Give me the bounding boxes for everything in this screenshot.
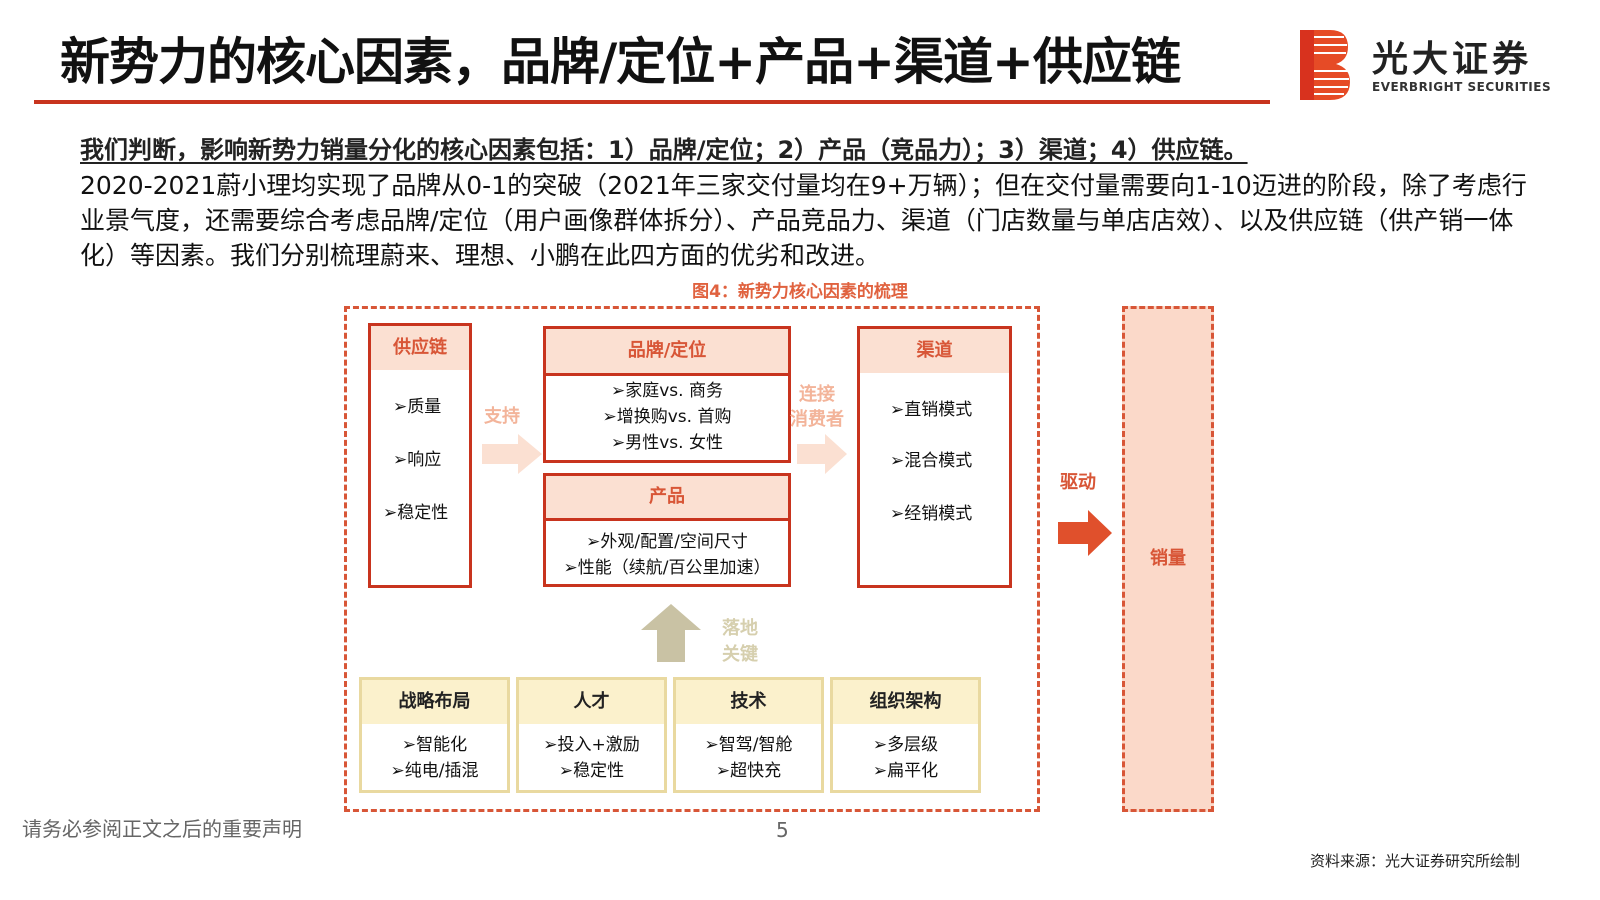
foundation-item: ➢智能化 <box>401 735 468 755</box>
foundation-item: ➢智驾/智舱 <box>704 735 793 755</box>
foundation-item: ➢扁平化 <box>872 761 939 781</box>
connect-label: 连接 <box>799 384 835 405</box>
foundation-item: ➢多层级 <box>872 735 939 755</box>
foundation-card-talent: 人才 ➢投入+激励 ➢稳定性 <box>516 677 667 793</box>
foundation-title: 战略布局 <box>362 680 507 724</box>
drive-arrow-icon <box>1058 510 1112 556</box>
supply-chain-item: ➢响应 <box>393 450 442 470</box>
product-title: 产品 <box>546 476 788 521</box>
foundation-card-organization: 组织架构 ➢多层级 ➢扁平化 <box>830 677 981 793</box>
landing-label: 落地 <box>722 618 758 639</box>
supply-chain-title: 供应链 <box>371 326 469 370</box>
product-item: ➢性能（续航/百公里加速） <box>563 558 771 578</box>
foundation-title: 人才 <box>519 680 664 724</box>
foundation-title: 组织架构 <box>833 680 978 724</box>
product-card: 产品 ➢外观/配置/空间尺寸 ➢性能（续航/百公里加速） <box>543 473 791 587</box>
everbright-logo-icon <box>1300 30 1350 100</box>
channel-item: ➢经销模式 <box>890 504 973 524</box>
title-underline <box>34 100 1270 104</box>
channel-item: ➢直销模式 <box>890 400 973 420</box>
brand-positioning-card: 品牌/定位 ➢家庭vs. 商务 ➢增换购vs. 首购 ➢男性vs. 女性 <box>543 326 791 463</box>
channel-title: 渠道 <box>860 329 1009 373</box>
supply-chain-item: ➢稳定性 <box>383 503 449 523</box>
logo-english-name: EVERBRIGHT SECURITIES <box>1372 80 1552 94</box>
foundation-item: ➢超快充 <box>715 761 782 781</box>
disclaimer-note: 请务必参阅正文之后的重要声明 <box>22 817 302 841</box>
sales-label: 销量 <box>1150 548 1186 569</box>
factors-frame <box>344 306 1040 812</box>
logo-chinese-name: 光大证券 <box>1372 39 1533 80</box>
supply-chain-item: ➢质量 <box>393 397 442 417</box>
brand-item: ➢男性vs. 女性 <box>611 433 723 453</box>
figure-caption: 图4：新势力核心因素的梳理 <box>692 282 908 302</box>
summary-body: 2020-2021蔚小理均实现了品牌从0-1的突破（2021年三家交付量均在9+… <box>80 171 1527 270</box>
connect-arrow-icon <box>797 434 847 474</box>
brand-item: ➢增换购vs. 首购 <box>602 407 732 427</box>
support-label: 支持 <box>484 406 520 427</box>
landing-arrow-icon <box>641 604 701 662</box>
key-label: 关键 <box>722 644 758 665</box>
foundation-item: ➢稳定性 <box>558 761 625 781</box>
drive-label: 驱动 <box>1060 472 1096 493</box>
channel-card: 渠道 ➢直销模式 ➢混合模式 ➢经销模式 <box>857 326 1012 588</box>
page-number: 5 <box>776 818 789 842</box>
summary-lead: 我们判断，影响新势力销量分化的核心因素包括：1）品牌/定位；2）产品（竞品力）；… <box>80 136 1248 164</box>
foundation-card-technology: 技术 ➢智驾/智舱 ➢超快充 <box>673 677 824 793</box>
foundation-card-strategy: 战略布局 ➢智能化 ➢纯电/插混 <box>359 677 510 793</box>
channel-item: ➢混合模式 <box>890 451 973 471</box>
page-title: 新势力的核心因素，品牌/定位+产品+渠道+供应链 <box>60 33 1181 91</box>
consumer-label: 消费者 <box>790 409 844 430</box>
supply-chain-card: 供应链 ➢质量 ➢响应 ➢稳定性 <box>368 323 472 588</box>
foundation-item: ➢投入+激励 <box>543 735 640 755</box>
product-item: ➢外观/配置/空间尺寸 <box>586 532 748 552</box>
source-note: 资料来源：光大证券研究所绘制 <box>1310 852 1521 870</box>
sales-column <box>1122 306 1214 812</box>
foundation-title: 技术 <box>676 680 821 724</box>
support-arrow-icon <box>482 434 542 474</box>
foundation-item: ➢纯电/插混 <box>390 761 479 781</box>
brand-positioning-title: 品牌/定位 <box>546 329 788 376</box>
brand-item: ➢家庭vs. 商务 <box>611 381 723 401</box>
